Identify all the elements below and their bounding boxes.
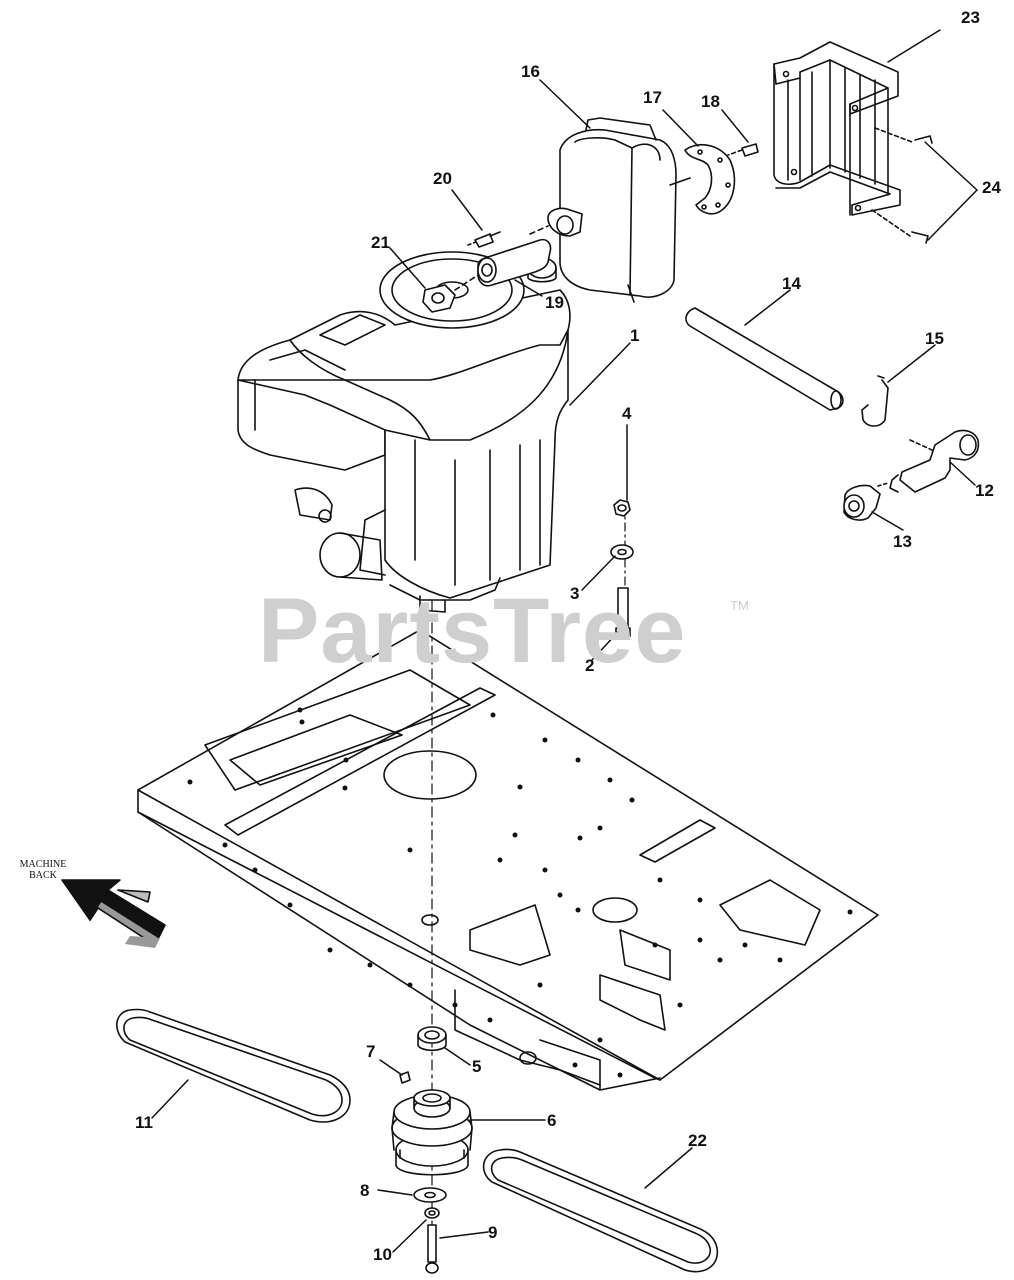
bolt-18	[727, 143, 759, 157]
exhaust-pipe-19	[477, 238, 552, 287]
fuel-tee-12	[877, 429, 980, 493]
callout-10: 10	[373, 1245, 392, 1264]
callout-18: 18	[701, 92, 720, 111]
callout-17: 17	[643, 88, 662, 107]
callout-16: 16	[521, 62, 540, 81]
drive-belt-22	[482, 1148, 719, 1273]
gasket-21	[422, 225, 549, 313]
callout-19: 19	[545, 293, 564, 312]
spacer-5	[417, 1026, 447, 1052]
bolt-9	[425, 1224, 439, 1274]
fuel-filter-13	[843, 484, 881, 521]
engine-pulley-6	[391, 1089, 473, 1176]
callout-24: 24	[982, 178, 1001, 197]
callout-leader-lines	[151, 29, 978, 1253]
callout-4: 4	[622, 404, 632, 423]
machine-back-arrow	[61, 879, 166, 948]
callout-14: 14	[782, 274, 801, 293]
callout-11: 11	[135, 1113, 153, 1132]
callout-21: 21	[371, 233, 390, 252]
fuel-hose-14	[685, 307, 844, 411]
drive-belt-11	[116, 1008, 351, 1123]
muffler	[547, 117, 677, 303]
callout-15: 15	[925, 329, 944, 348]
machine-back-label: MACHINE BACK	[19, 859, 67, 881]
bolt-20	[467, 231, 501, 248]
muffler-gasket-17	[669, 144, 736, 215]
callout-12: 12	[975, 481, 994, 500]
callout-1: 1	[630, 326, 640, 345]
callout-7: 7	[366, 1042, 376, 1061]
washer-8	[413, 1187, 447, 1203]
callout-2: 2	[585, 656, 595, 675]
mower-frame	[137, 629, 879, 1091]
callout-8: 8	[360, 1181, 370, 1200]
washer-3	[610, 544, 634, 560]
watermark: PartsTree	[258, 580, 687, 682]
callout-23: 23	[961, 8, 980, 27]
hose-clamp-15	[861, 375, 889, 427]
callout-13: 13	[893, 532, 912, 551]
callout-6: 6	[547, 1111, 557, 1130]
callout-22: 22	[688, 1131, 707, 1150]
screws-24	[871, 127, 933, 244]
callout-9: 9	[488, 1223, 498, 1242]
callout-20: 20	[433, 169, 452, 188]
trademark-symbol: TM	[730, 598, 749, 613]
callout-3: 3	[570, 584, 580, 603]
bolt-2	[615, 587, 631, 637]
key-7	[399, 1071, 411, 1084]
lock-washer-10	[424, 1207, 440, 1219]
muffler-guard-23	[773, 41, 901, 216]
engine	[237, 251, 571, 613]
nut-4	[613, 499, 631, 517]
callout-5: 5	[472, 1057, 482, 1076]
